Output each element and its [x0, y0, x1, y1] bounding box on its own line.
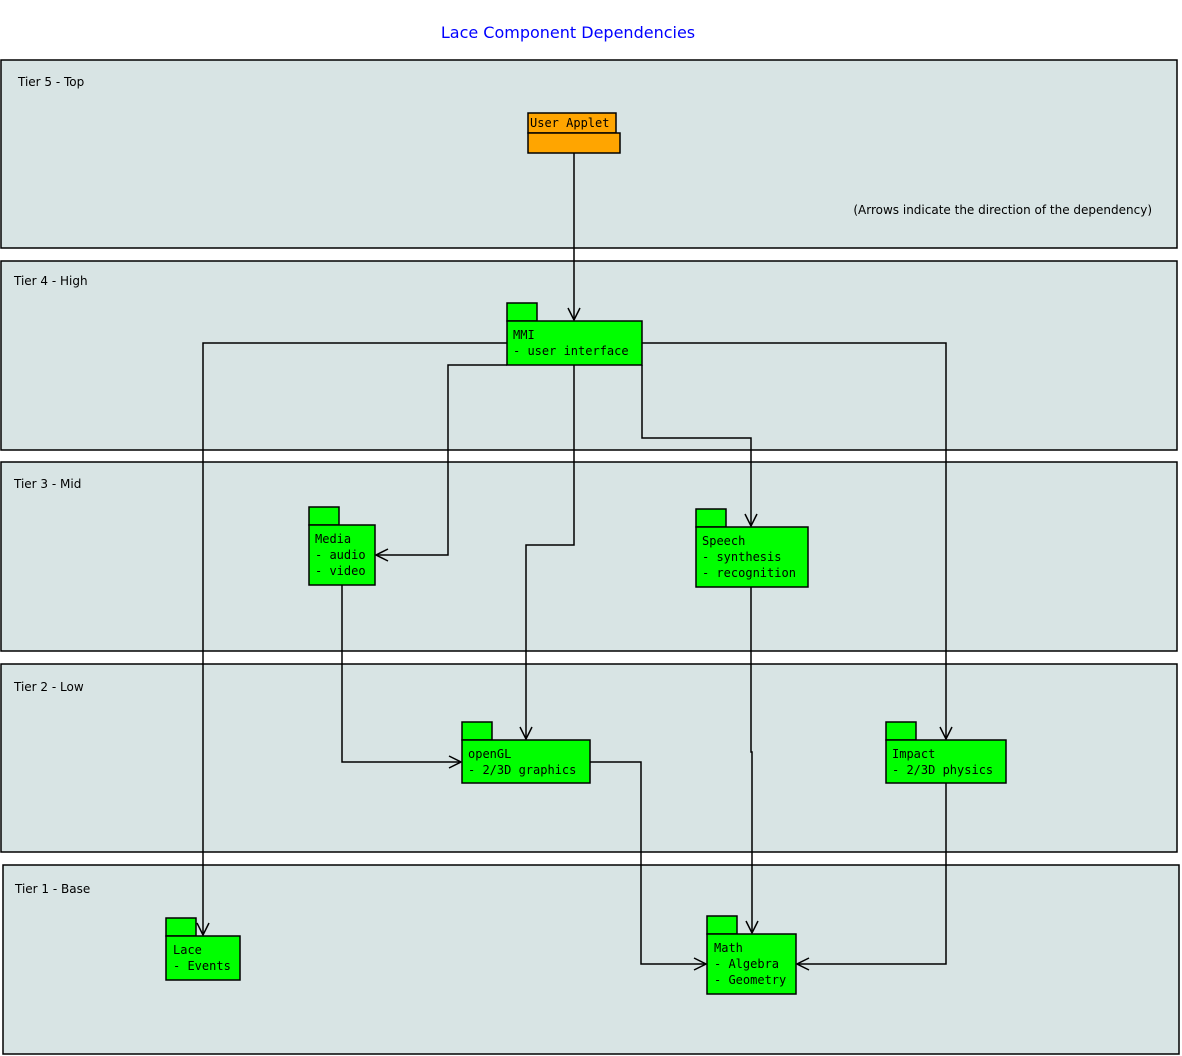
package-detail: - user interface — [513, 344, 629, 358]
edge-mmi-opengl — [526, 365, 575, 739]
package-name: User Applet — [530, 116, 609, 130]
tier-4-label: Tier 4 - High — [13, 274, 88, 288]
tier-3-box — [0, 461, 1178, 652]
tier-5-label: Tier 5 - Top — [17, 75, 84, 89]
package-name: Math — [714, 941, 743, 955]
edges — [203, 153, 946, 964]
package-user-applet[interactable]: User Applet — [527, 112, 621, 154]
diagram-title: Lace Component Dependencies — [441, 23, 695, 42]
package-detail: - Events — [173, 959, 231, 973]
package-media[interactable]: Media - audio - video — [308, 506, 376, 586]
package-body — [706, 933, 797, 995]
package-speech[interactable]: Speech - synthesis - recognition — [695, 508, 809, 588]
package-opengl[interactable]: openGL - 2/3D graphics — [461, 721, 591, 784]
package-name: Lace — [173, 943, 202, 957]
edge-impact-math — [797, 783, 947, 964]
package-tab — [695, 508, 727, 528]
direction-note: (Arrows indicate the direction of the de… — [853, 203, 1152, 217]
package-detail: - synthesis — [702, 550, 781, 564]
package-tab — [461, 721, 493, 741]
edge-opengl-math — [590, 761, 706, 964]
package-detail: - 2/3D graphics — [468, 763, 576, 777]
package-impact[interactable]: Impact - 2/3D physics — [885, 721, 1007, 784]
package-detail: - recognition — [702, 566, 796, 580]
package-detail: - Geometry — [714, 973, 786, 987]
package-lace[interactable]: Lace - Events — [165, 917, 241, 981]
package-body — [308, 524, 376, 586]
package-body — [461, 739, 591, 784]
package-tab — [706, 915, 738, 935]
package-body — [695, 526, 809, 588]
tier-2-label: Tier 2 - Low — [13, 680, 84, 694]
tier-3: Tier 3 - Mid — [0, 461, 1178, 652]
package-name: Media — [315, 532, 351, 546]
package-name: openGL — [468, 747, 511, 761]
edge-speech-math — [751, 587, 752, 933]
package-detail: - video — [315, 564, 366, 578]
package-detail: - Algebra — [714, 957, 779, 971]
package-body — [885, 739, 1007, 784]
package-name: Speech — [702, 534, 745, 548]
package-name: MMI — [513, 328, 535, 342]
package-tab — [885, 721, 917, 741]
package-mmi[interactable]: MMI - user interface — [506, 302, 643, 366]
package-tab — [308, 506, 340, 526]
package-math[interactable]: Math - Algebra - Geometry — [706, 915, 797, 995]
package-detail: - 2/3D physics — [892, 763, 993, 777]
edge-media-opengl — [341, 585, 461, 762]
edge-mmi-media — [376, 364, 507, 555]
tier-3-label: Tier 3 - Mid — [13, 477, 81, 491]
package-body — [527, 132, 621, 154]
package-tab — [506, 302, 538, 322]
edge-mmi-lace — [203, 342, 507, 935]
package-name: Impact — [892, 747, 935, 761]
package-body — [165, 935, 241, 981]
tier-5: Tier 5 - Top (Arrows indicate the direct… — [0, 59, 1178, 249]
edge-mmi-impact — [642, 342, 946, 739]
package-tab — [165, 917, 197, 937]
package-body — [506, 320, 643, 366]
tier-1-label: Tier 1 - Base — [14, 882, 90, 896]
tier-5-box — [0, 59, 1178, 249]
package-detail: - audio — [315, 548, 366, 562]
edge-mmi-speech — [641, 365, 751, 526]
